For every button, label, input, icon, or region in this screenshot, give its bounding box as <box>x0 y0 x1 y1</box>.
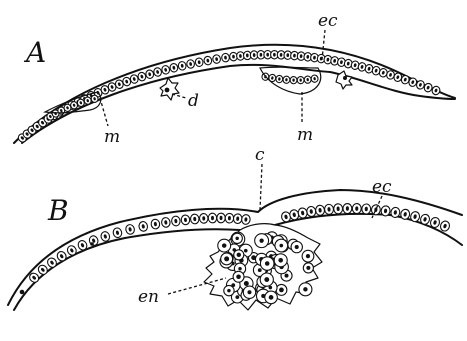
panel-a: A ec m m d <box>14 11 455 147</box>
panel-a-m-right-label: m <box>297 125 313 145</box>
panel-a-ec-label: ec <box>318 11 338 31</box>
panel-b-letter: B <box>47 194 69 227</box>
panel-a-d-leader <box>172 94 186 98</box>
panel-a-letter: A <box>23 36 46 69</box>
panel-a-ectoderm-sheet <box>14 45 455 144</box>
panel-b-cell-mass <box>204 224 322 310</box>
panel-b-c-label: c <box>255 145 265 165</box>
panel-b: B c ec en <box>8 145 462 310</box>
panel-b-c-leader <box>260 164 262 210</box>
panel-a-m-left-leader <box>100 98 108 126</box>
panel-b-ec-label: ec <box>372 177 392 197</box>
panel-a-d-label: d <box>188 91 199 111</box>
panel-a-m-left-label: m <box>104 127 120 147</box>
panel-a-detached-cell <box>160 78 179 100</box>
panel-b-en-label: en <box>138 287 159 307</box>
